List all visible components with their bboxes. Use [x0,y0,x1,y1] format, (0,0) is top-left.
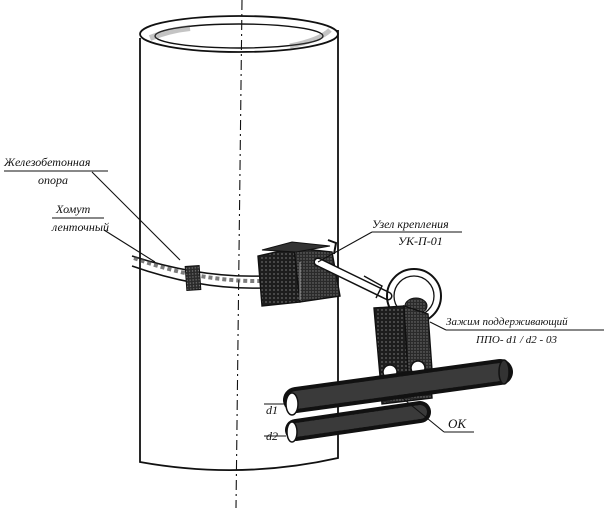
cable-label: ОК [448,416,467,431]
cable-leader [399,395,445,433]
optical-cable [283,359,513,443]
clamp-label-line1: Хомут [55,202,91,216]
pole-axis [235,0,243,508]
suspension-label-line1: Зажим поддерживающий [446,316,568,328]
clamp-label-line2: ленточный [51,220,109,234]
band-clamp [131,239,338,291]
leader-lines [4,170,604,437]
concrete-pole [139,15,339,471]
suspension-leader [429,321,447,331]
d2-label: d2 [266,429,278,443]
mount-leader [317,231,373,263]
mount-label-line1: Узел крепления [372,217,449,231]
support-label-line2: опора [38,173,68,187]
support-label-line1: Железобетонная [3,155,91,169]
d1-label: d1 [266,403,278,417]
mounting-unit [257,241,341,307]
support-leader [91,171,181,261]
labels: Железобетонная опора Хомут ленточный Узе… [3,155,568,443]
clamp-buckle [184,265,202,291]
suspension-label-line2: ППО- d1 / d2 - 03 [475,334,557,346]
mount-label-line2: УК-П-01 [398,234,443,248]
clamp-leader [103,229,156,263]
